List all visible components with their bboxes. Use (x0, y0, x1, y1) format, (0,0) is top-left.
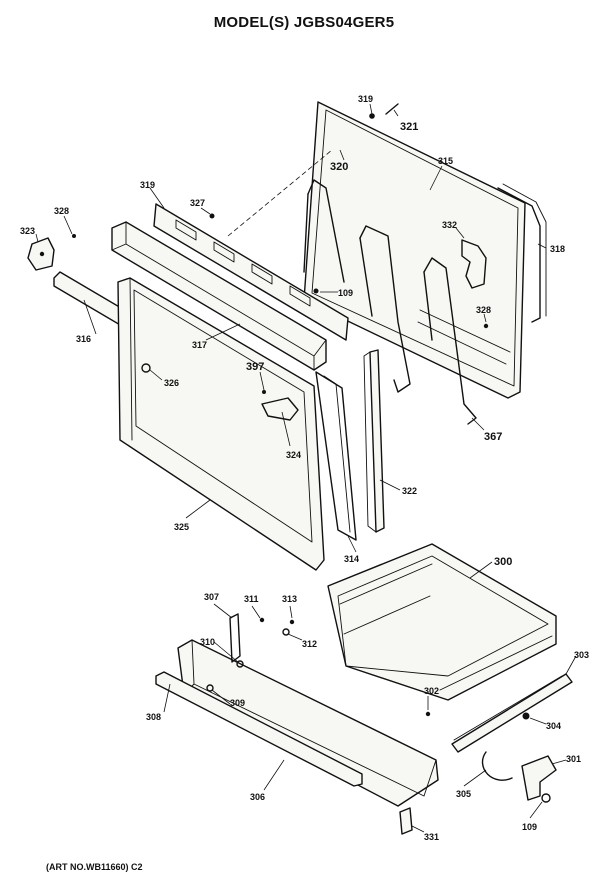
callout-397: 397 (246, 361, 264, 373)
callout-310: 310 (200, 637, 215, 647)
screw-109b (541, 793, 551, 803)
bracket-331 (399, 807, 413, 835)
callout-315: 315 (438, 156, 453, 166)
callout-309: 309 (230, 698, 245, 708)
callout-317: 317 (192, 340, 207, 350)
callout-313: 313 (282, 594, 297, 604)
callout-307: 307 (204, 592, 219, 602)
washer-310 (236, 660, 244, 668)
bracket-324 (261, 397, 299, 421)
screw-313 (289, 619, 295, 625)
door-top-trim-317 (111, 221, 327, 371)
drawer-handle-308 (155, 671, 363, 787)
spring-305 (481, 751, 513, 781)
callout-332: 332 (442, 220, 457, 230)
callout-331: 331 (424, 832, 439, 842)
callout-318: 318 (550, 244, 565, 254)
door-channel-322 (363, 349, 385, 533)
callout-312: 312 (302, 639, 317, 649)
drawer-hardware (206, 617, 530, 720)
leader-lines (35, 103, 577, 833)
callout-303: 303 (574, 650, 589, 660)
bushing-304 (522, 712, 530, 720)
callout-308: 308 (146, 712, 161, 722)
callout-304: 304 (546, 721, 561, 731)
callout-316: 316 (76, 334, 91, 344)
callout-109-bottom: 109 (522, 822, 537, 832)
page-title: MODEL(S) JGBS04GER5 (213, 14, 395, 31)
drawer-side-307 (229, 613, 241, 663)
callout-323: 323 (20, 226, 35, 236)
drawer-rail-303 (451, 673, 573, 753)
screw-328b (483, 323, 489, 329)
screw-397 (262, 390, 266, 394)
callout-322: 322 (402, 486, 417, 496)
screw-109a (313, 288, 319, 294)
screw-319 (369, 113, 375, 119)
hinge-bracket-332 (461, 239, 487, 289)
callout-325: 325 (174, 522, 189, 532)
callout-306: 306 (250, 792, 265, 802)
drawer-box-300 (327, 543, 557, 701)
callout-311: 311 (244, 594, 259, 604)
art-number: (ART NO.WB11660) C2 (46, 862, 143, 872)
screw-302 (425, 711, 431, 717)
door-frame-325 (117, 277, 325, 571)
screw-309 (206, 684, 214, 692)
screw-328a (72, 234, 76, 238)
pivot-bracket-301 (521, 755, 557, 803)
vent-trim-319 (153, 149, 349, 341)
hinge-323 (27, 237, 55, 271)
callout-314: 314 (344, 554, 359, 564)
callout-327: 327 (190, 198, 205, 208)
callout-326: 326 (164, 378, 179, 388)
callout-302: 302 (424, 686, 439, 696)
callout-328-right: 328 (476, 305, 491, 315)
door-rods-367 (303, 179, 477, 425)
callout-319: 319 (140, 180, 155, 190)
door-glass-314 (315, 371, 357, 541)
callout-301: 301 (566, 754, 581, 764)
hardware-screws (72, 103, 489, 394)
screw-311 (259, 617, 265, 623)
callout-305: 305 (456, 789, 471, 799)
callout-321: 321 (400, 121, 418, 133)
door-inner-panel-315 (303, 101, 526, 399)
callout-320: 320 (330, 161, 348, 173)
door-side-trim-318 (497, 183, 547, 323)
callout-324: 324 (286, 450, 301, 460)
clip-326 (141, 363, 151, 373)
screw-327 (209, 213, 215, 219)
callout-319-top: 319 (358, 94, 373, 104)
callout-328-left: 328 (54, 206, 69, 216)
screw-321 (385, 103, 399, 115)
callout-367: 367 (484, 431, 502, 443)
callout-300: 300 (494, 556, 512, 568)
callout-labels: 319 321 320 315 319 327 328 323 332 318 … (20, 94, 589, 842)
callout-109-top: 109 (338, 288, 353, 298)
washer-312 (282, 628, 290, 636)
